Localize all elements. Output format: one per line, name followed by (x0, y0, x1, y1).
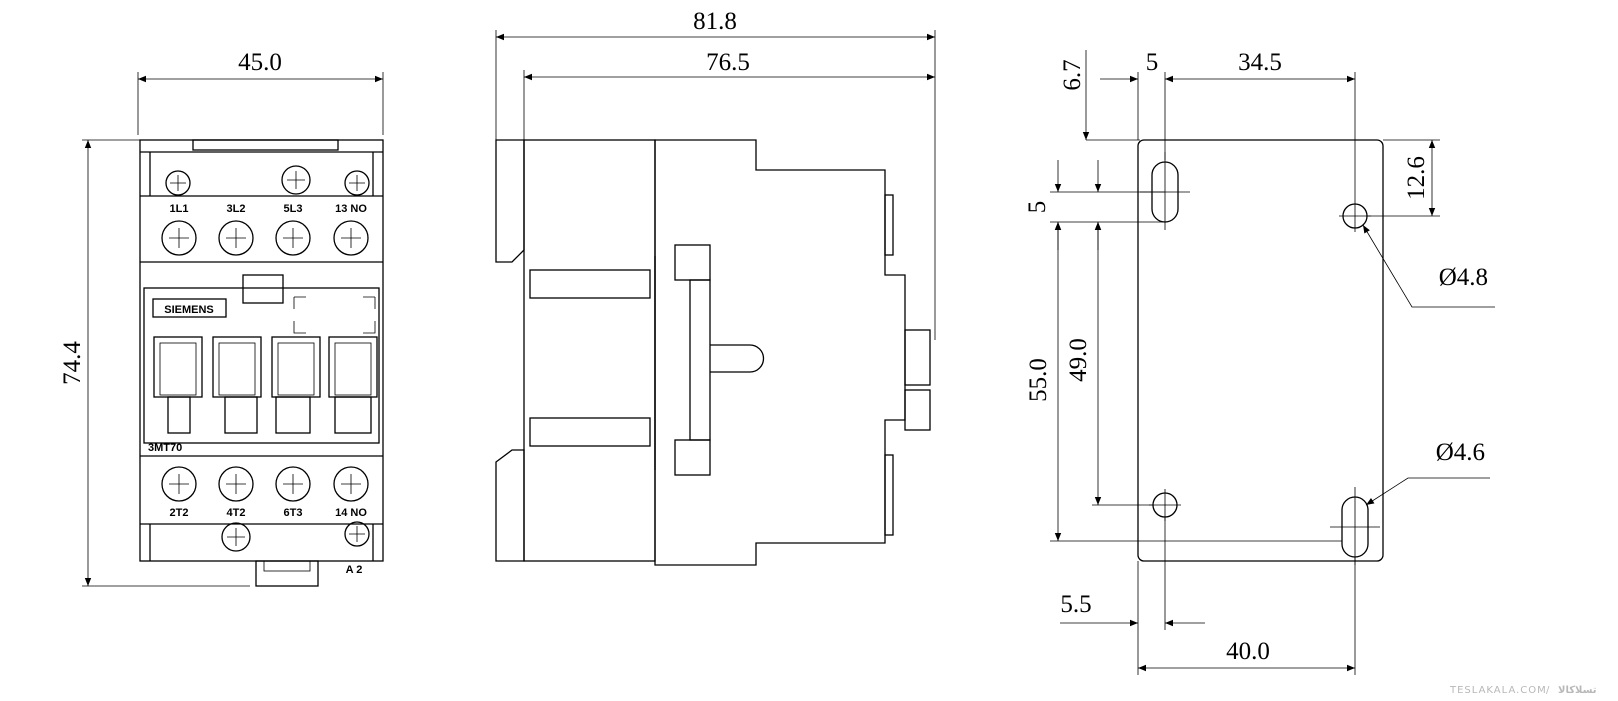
dim-vert-outer: 55.0 (1025, 358, 1052, 402)
model-label: 3MT70 (148, 442, 182, 454)
bottom-screw-row (221, 521, 370, 552)
dim-left-edge: 5.5 (1060, 591, 1091, 618)
terminal-label-14no: 14 NO (335, 507, 367, 519)
brand-label: SIEMENS (164, 304, 214, 316)
brand-box (152, 298, 227, 318)
dim-hole-spacing-top: 34.5 (1238, 49, 1282, 76)
watermark-latin: TESLAKALA.COM (1449, 685, 1547, 696)
terminal-screws-top (161, 220, 369, 256)
terminal-label-13no: 13 NO (335, 203, 367, 215)
mounting-view: 6.7 5 34.5 12.6 5 55.0 49.0 Ø4.8 (1024, 49, 1495, 675)
watermark: TESLAKALA.COM / تسلاکالا (1449, 685, 1597, 696)
terminal-label-2t2: 2T2 (170, 507, 189, 519)
dim-vert-inner: 49.0 (1065, 338, 1092, 382)
terminal-label-3l2: 3L2 (227, 203, 246, 215)
terminal-label-5l3: 5L3 (284, 203, 303, 215)
front-width-dim: 45.0 (238, 49, 282, 76)
terminal-label-4t2: 4T2 (227, 507, 246, 519)
dim-slot-height: 5 (1024, 201, 1051, 214)
terminal-label-1l1: 1L1 (170, 203, 189, 215)
contact-windows (153, 336, 378, 434)
mounting-plate (1137, 139, 1384, 562)
dim-right-hole-y: 12.6 (1403, 156, 1430, 200)
watermark-separator: / (1546, 685, 1550, 696)
side-upper-body (654, 139, 906, 566)
front-view: 45.0 74.4 1L1 3L2 5L3 13 NO (59, 49, 384, 587)
side-base (523, 139, 656, 562)
side-body-depth-dim: 76.5 (706, 49, 750, 76)
side-overall-depth-dim: 81.8 (693, 8, 737, 35)
dim-top-offset: 6.7 (1059, 59, 1086, 90)
mounting-holes (1140, 152, 1380, 565)
top-screw-row (165, 165, 370, 196)
dim-left-hole-x: 5 (1146, 49, 1159, 76)
terminal-label-6t3: 6T3 (284, 507, 303, 519)
dim-hole-dia-large: Ø4.8 (1439, 264, 1488, 291)
dim-hole-dia-small: Ø4.6 (1436, 439, 1485, 466)
front-height-dim: 74.4 (59, 341, 86, 385)
dim-bottom-span: 40.0 (1226, 638, 1270, 665)
watermark-persian: تسلاکالا (1558, 685, 1597, 696)
coil-terminal-label: A 2 (346, 564, 363, 576)
terminal-screws-bottom (161, 466, 369, 502)
side-view: 81.8 76.5 (495, 8, 936, 566)
